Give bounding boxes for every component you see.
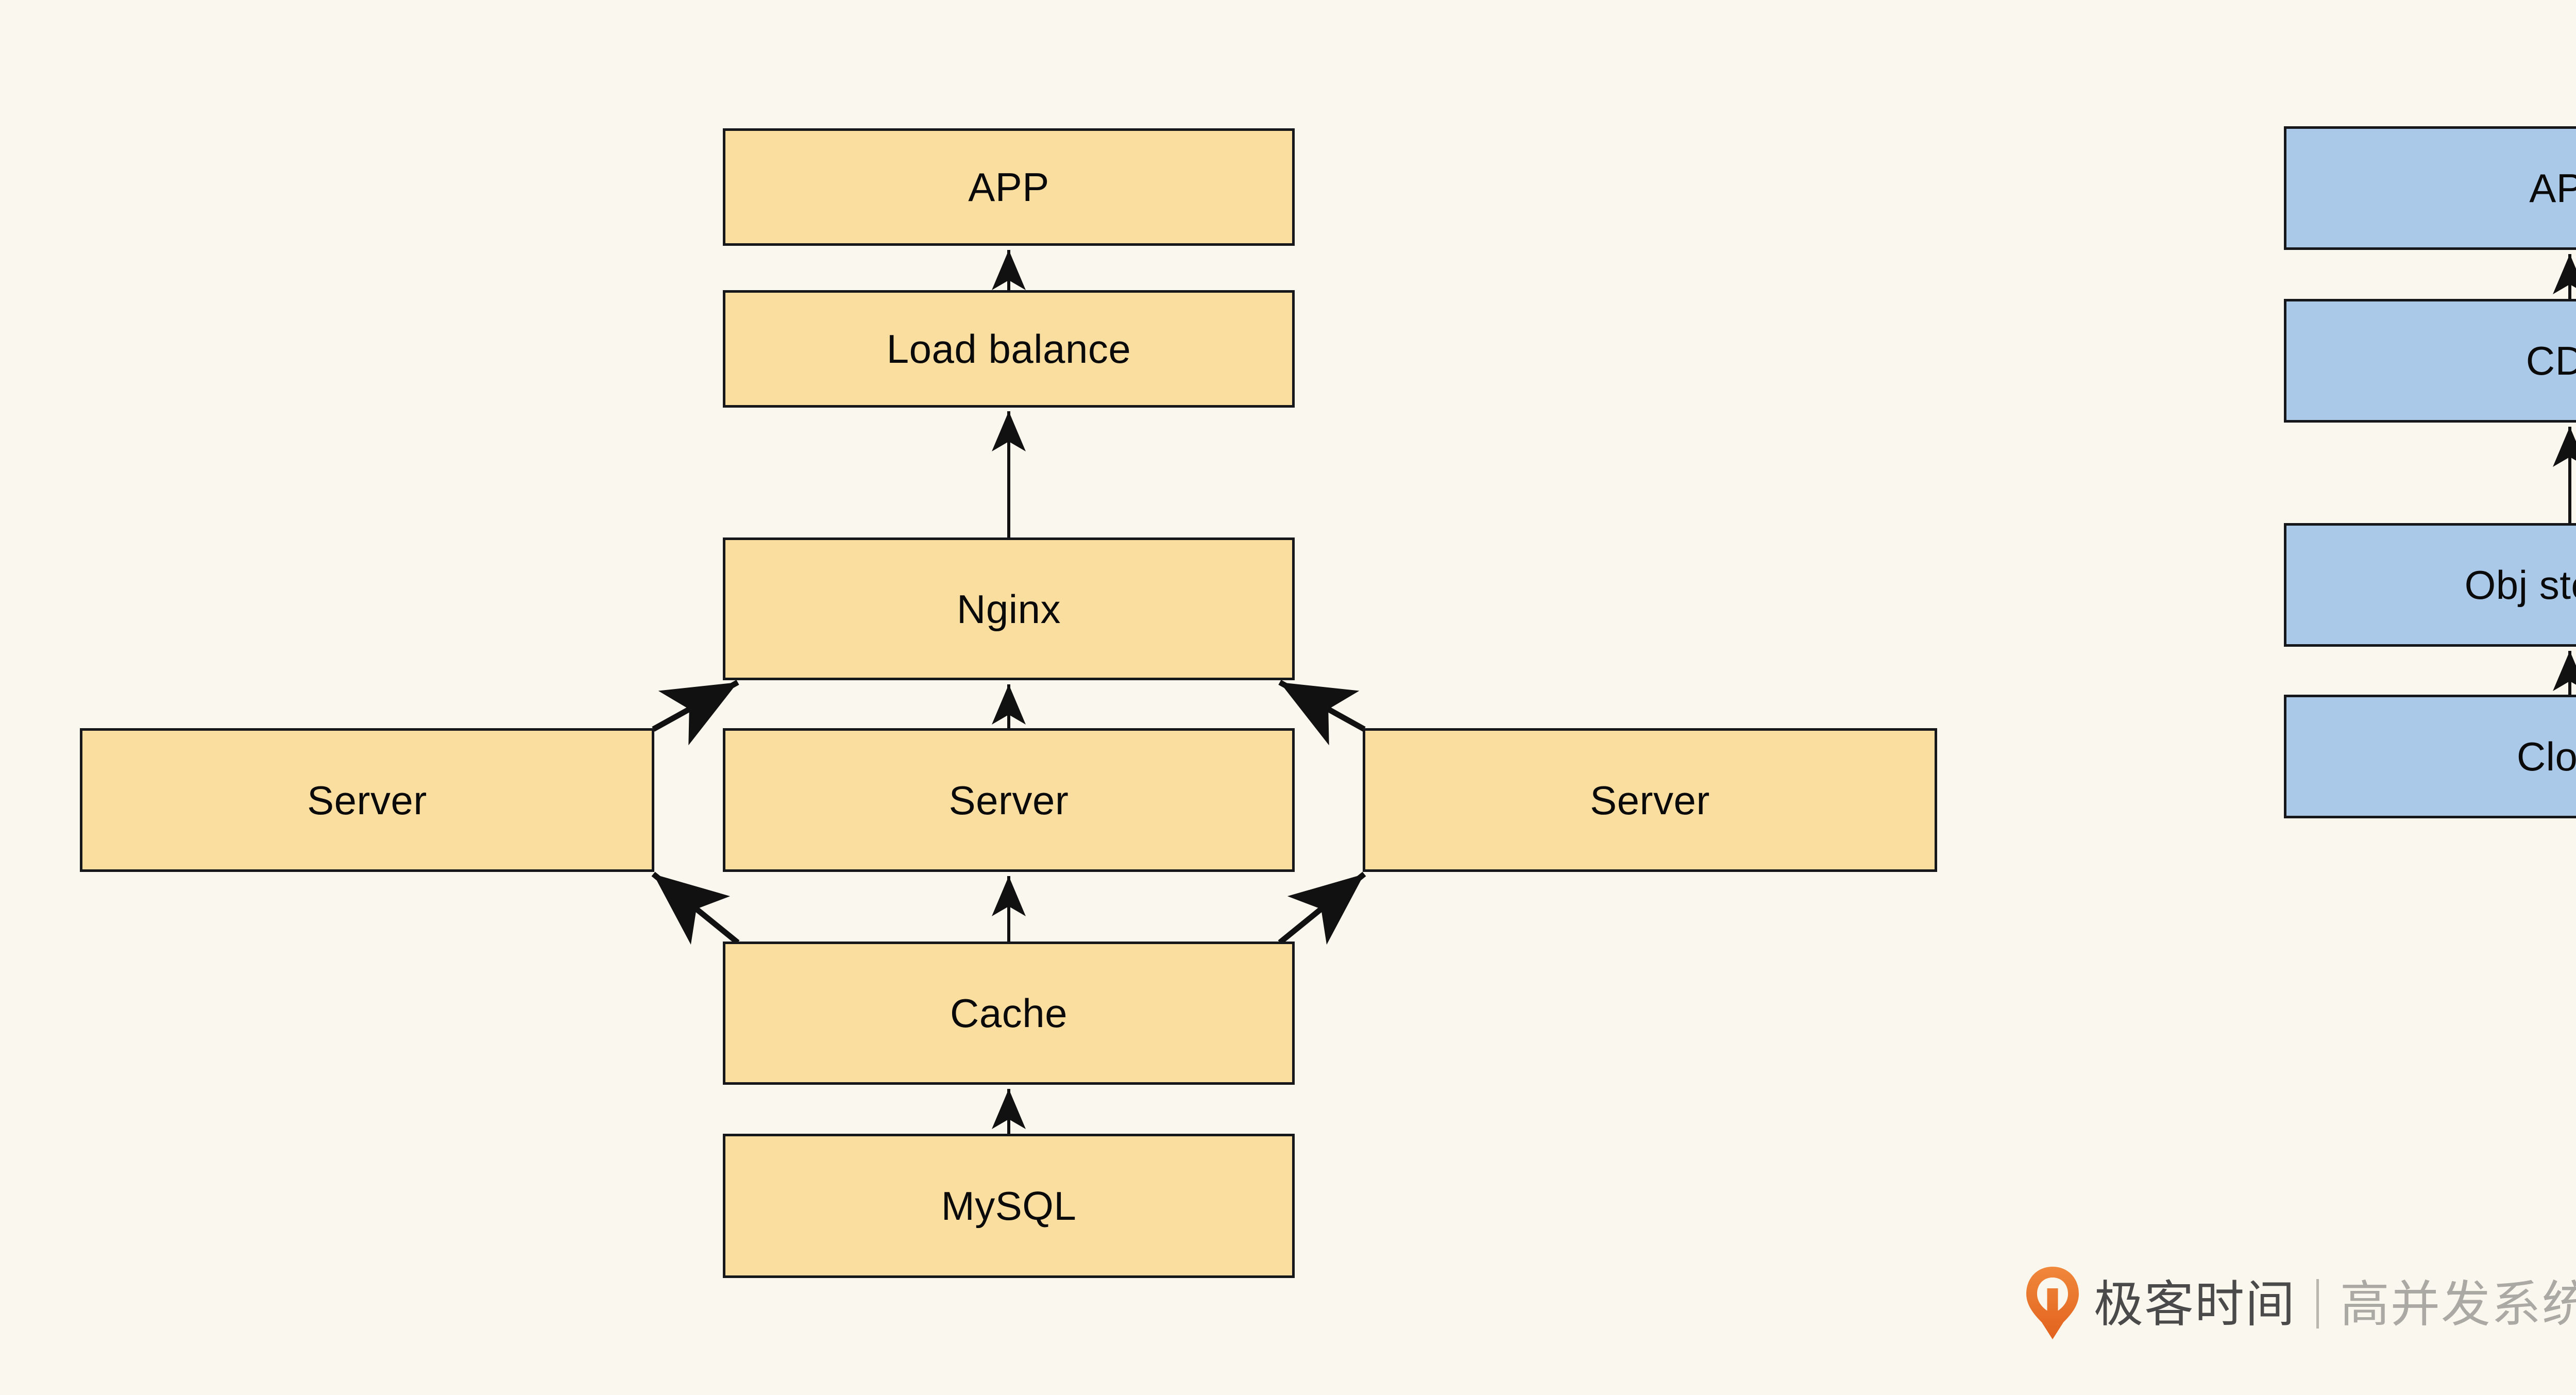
geek-time-logo-icon: [2026, 1267, 2079, 1339]
node-label: Server: [1590, 777, 1710, 823]
watermark-text: 极客时间 高并发系统实战@蓝天: [2094, 1279, 2576, 1329]
edge-srv-left-to-nginx: [652, 680, 739, 746]
node-load-balance[interactable]: Load balance: [723, 290, 1295, 408]
node-label: MySQL: [941, 1183, 1077, 1229]
watermark: 极客时间 高并发系统实战@蓝天: [2025, 1265, 2576, 1342]
node-label: Cloud: [2516, 734, 2576, 779]
node-label: Nginx: [957, 586, 1061, 632]
node-app[interactable]: APP: [723, 128, 1295, 246]
node-cloud[interactable]: Cloud: [2284, 695, 2576, 818]
node-label: APP: [968, 164, 1049, 210]
node-mysql[interactable]: MySQL: [723, 1134, 1295, 1278]
node-server-right[interactable]: Server: [1363, 728, 1937, 872]
node-cache[interactable]: Cache: [723, 942, 1295, 1085]
node-label: Server: [307, 777, 427, 823]
node-nginx[interactable]: Nginx: [723, 537, 1295, 680]
watermark-separator: [2316, 1279, 2319, 1329]
edge-cache-to-srv-right: [1278, 871, 1366, 945]
node-label: Load balance: [886, 326, 1131, 372]
watermark-tagline: 高并发系统实战@蓝天: [2340, 1275, 2576, 1333]
node-label: CDN: [2526, 338, 2576, 383]
node-cdn[interactable]: CDN: [2284, 299, 2576, 423]
node-server-middle[interactable]: Server: [723, 728, 1295, 872]
node-label: APP: [2529, 165, 2576, 211]
node-label: Server: [948, 777, 1069, 823]
node-app-cdn-path[interactable]: APP: [2284, 126, 2576, 250]
node-label: Cache: [950, 990, 1067, 1036]
edge-cache-to-srv-left: [651, 871, 740, 945]
node-label: Obj storage: [2464, 562, 2576, 608]
node-obj-storage[interactable]: Obj storage: [2284, 523, 2576, 647]
edge-srv-right-to-nginx: [1278, 680, 1366, 746]
watermark-brand: 极客时间: [2094, 1275, 2296, 1333]
node-server-left[interactable]: Server: [80, 728, 654, 872]
